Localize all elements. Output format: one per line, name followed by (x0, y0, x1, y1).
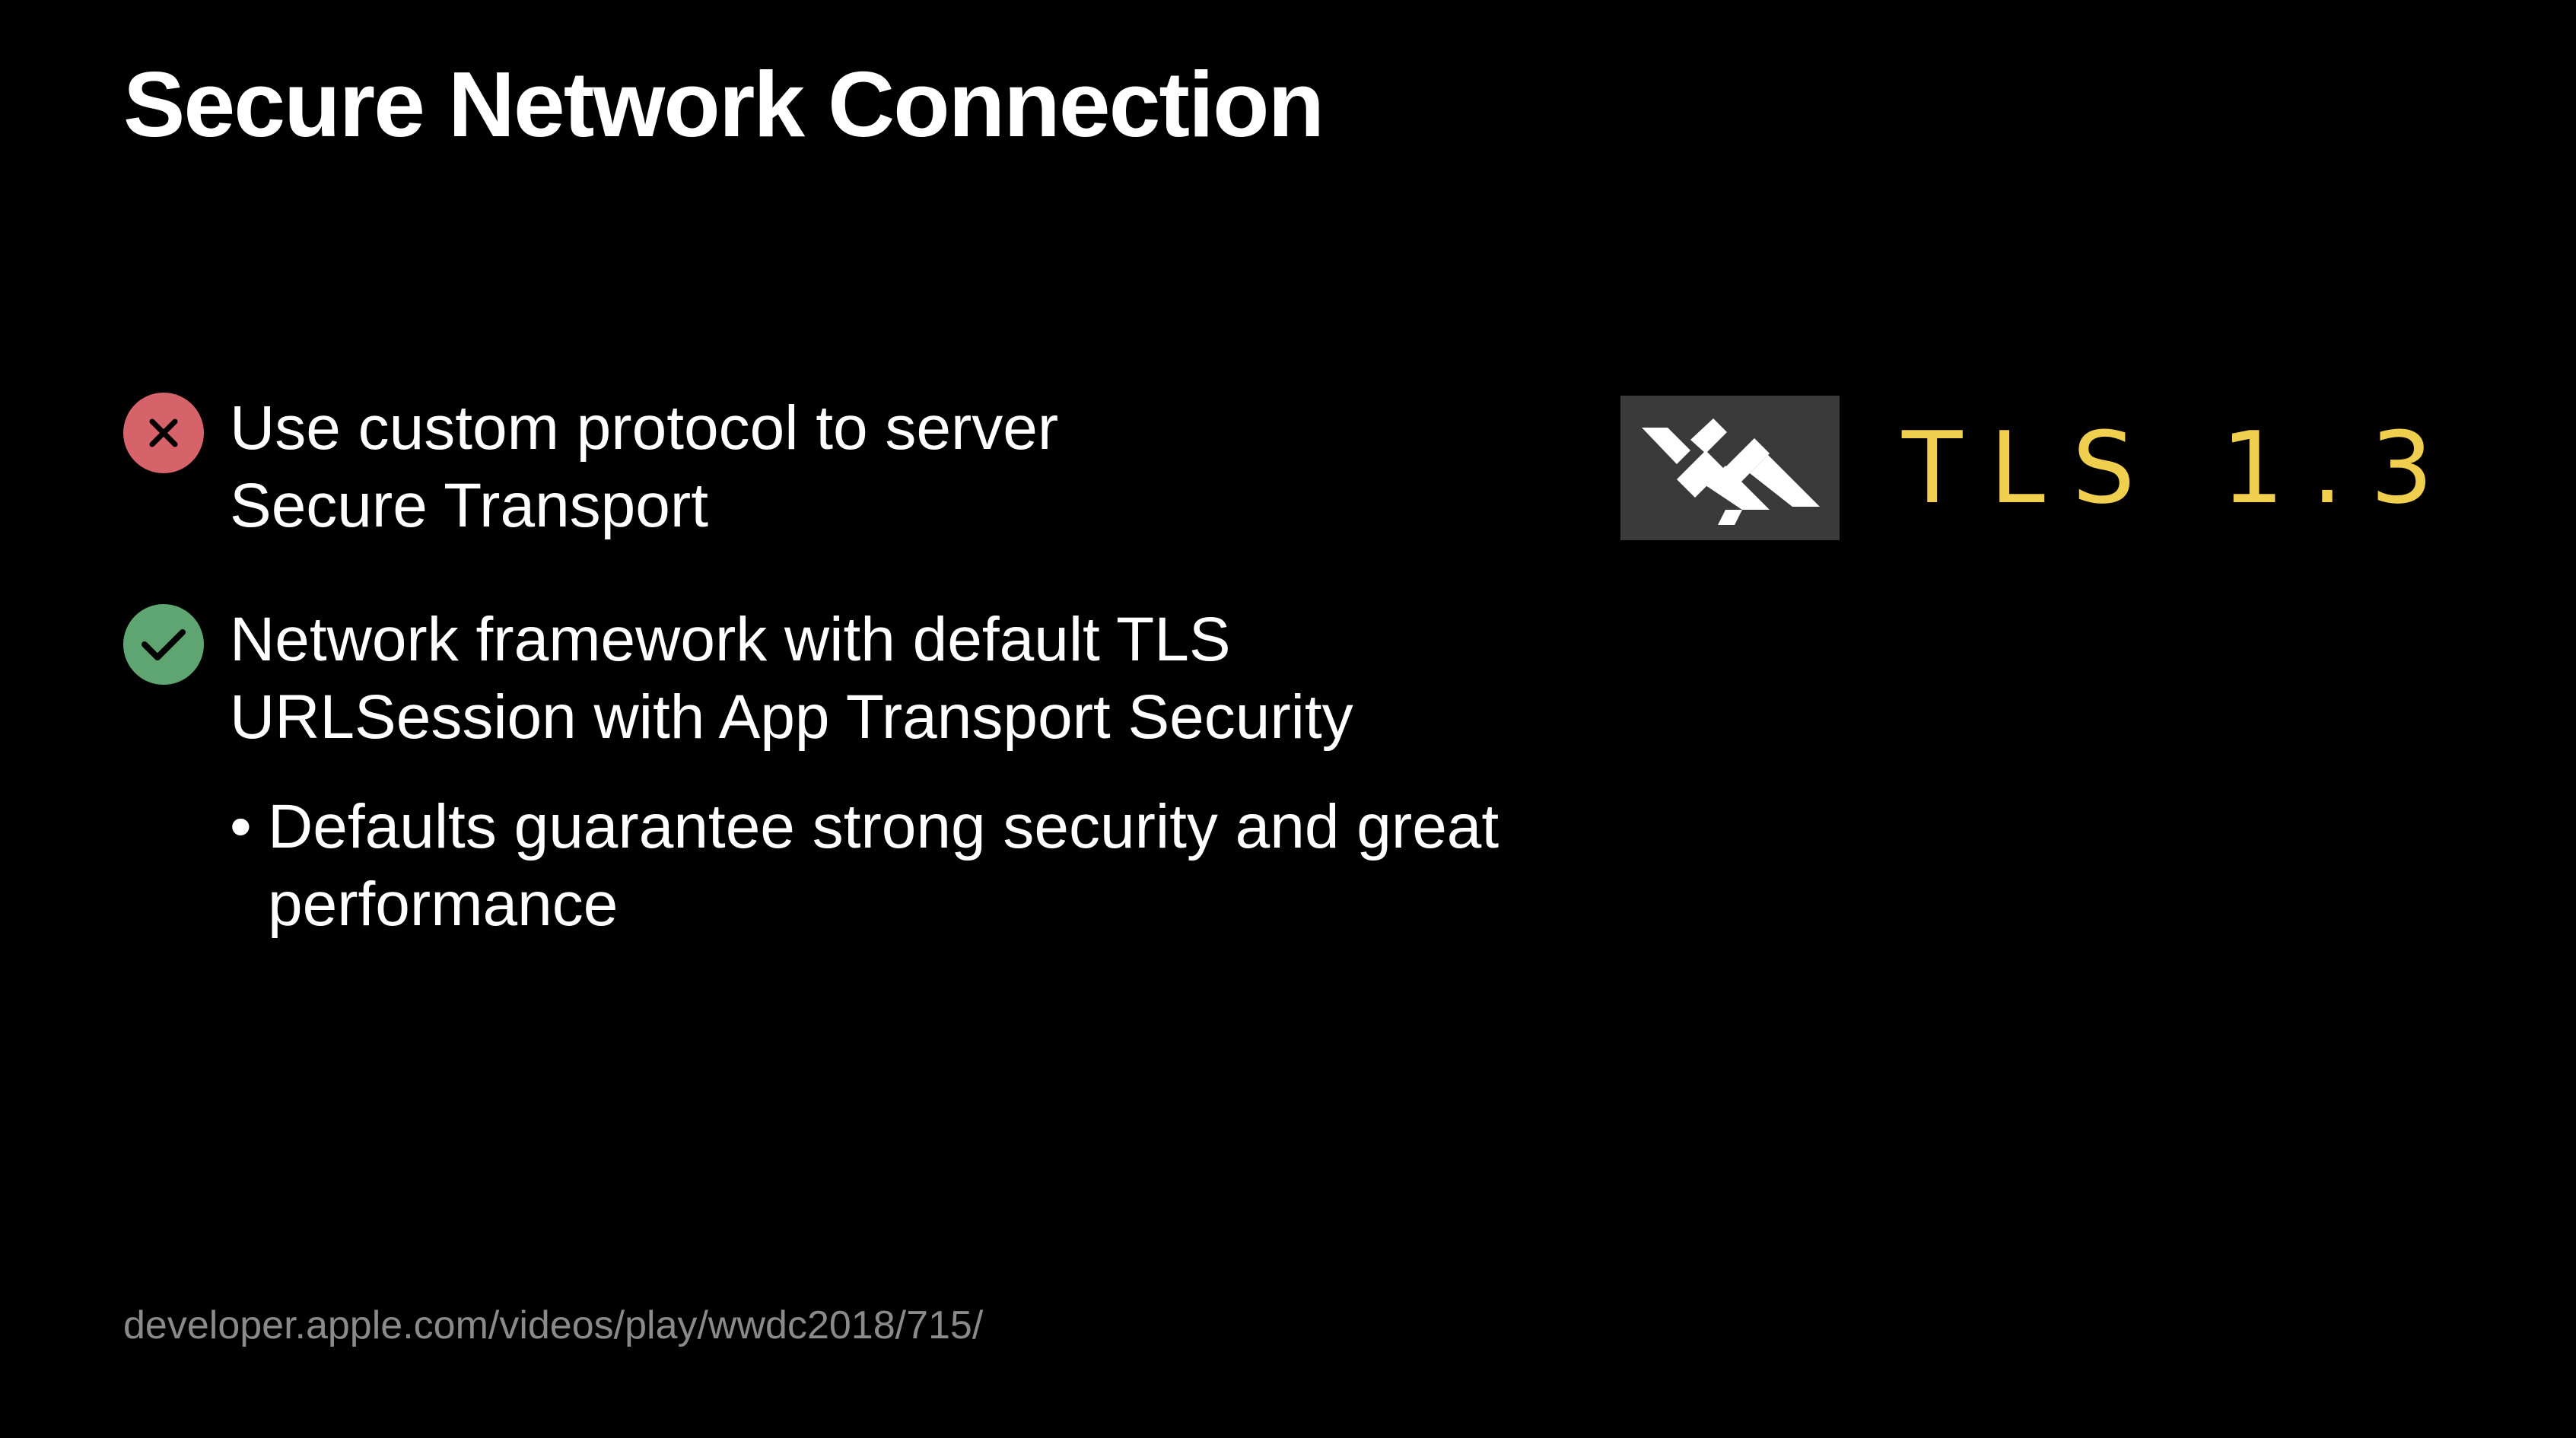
x-circle-icon (123, 393, 204, 473)
sub-bullet-line: performance (268, 870, 619, 939)
check-circle-icon (123, 604, 204, 685)
tls-version-label: TLS 1.3 (1902, 410, 2461, 526)
sub-bullet-text: Defaults guarantee strong security and g… (268, 788, 1576, 943)
footer-url: developer.apple.com/videos/play/wwdc2018… (123, 1303, 984, 1347)
sub-bullet-line: Defaults guarantee strong security and g… (268, 792, 1499, 861)
item-line: Network framework with default TLS (230, 605, 1231, 674)
item-line: URLSession with App Transport Security (230, 682, 1353, 752)
item-line: Secure Transport (230, 471, 708, 540)
tls-logo-icon (1620, 396, 1840, 540)
item-line: Use custom protocol to server (230, 393, 1059, 463)
item-text: Use custom protocol to server Secure Tra… (230, 390, 1058, 545)
bullet-dot: • (230, 792, 252, 861)
item-text: Network framework with default TLS URLSe… (230, 601, 1353, 756)
slide-title: Secure Network Connection (123, 52, 1325, 156)
